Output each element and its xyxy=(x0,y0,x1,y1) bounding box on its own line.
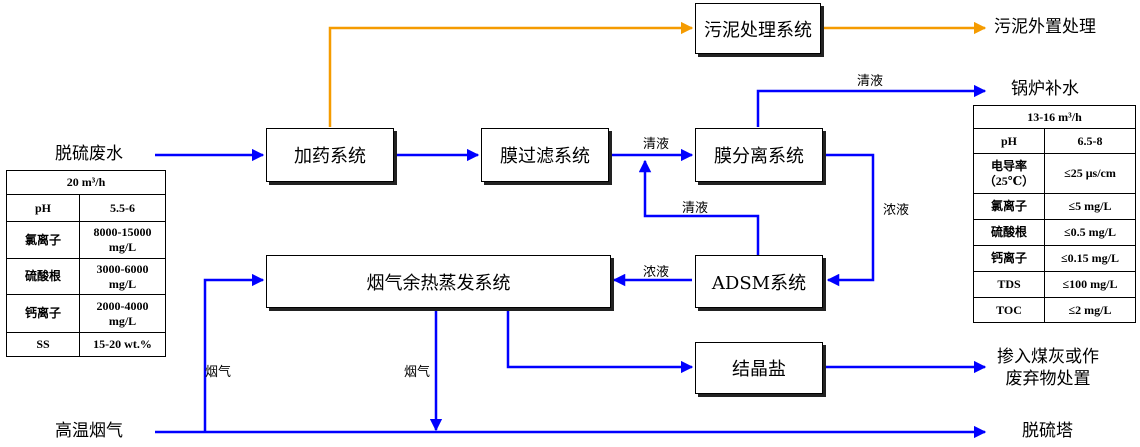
inlet-flow: 20 m³/h xyxy=(6,170,166,195)
evaporation-to-salt-line xyxy=(506,307,694,374)
wastewater-label: 脱硫废水 xyxy=(55,144,123,164)
clear-liquid-label-2: 清液 xyxy=(643,137,670,152)
inlet-param: SS xyxy=(6,332,80,357)
separation-to-boiler-line xyxy=(756,84,987,127)
clear-liquid-label-3: 清液 xyxy=(682,201,709,216)
flue-gas-branch-line xyxy=(203,273,265,432)
outlet-flow: 13-16 m³/h xyxy=(973,105,1136,129)
outlet-param: TOC xyxy=(973,297,1045,323)
separation-to-adsm-line xyxy=(823,153,875,287)
flue-gas-evaporation-box: 烟气余热蒸发系统 xyxy=(266,255,611,308)
outlet-param: 电导率（25℃） xyxy=(973,153,1045,194)
adsm-system-box: ADSM系统 xyxy=(695,255,823,308)
sludge-flow-line xyxy=(328,21,694,127)
outlet-value: ≤25 μs/cm xyxy=(1044,153,1136,194)
inlet-param: pH xyxy=(6,194,80,222)
outlet-value: ≤100 mg/L xyxy=(1044,271,1136,298)
flue-gas-label: 高温烟气 xyxy=(55,421,123,441)
concentrate-label-2: 浓液 xyxy=(643,265,670,280)
crystal-salt-box: 结晶盐 xyxy=(695,342,823,394)
boiler-makeup-label: 锅炉补水 xyxy=(1011,79,1079,99)
concentrate-label-1: 浓液 xyxy=(883,203,910,218)
inlet-param: 钙离子 xyxy=(6,294,80,333)
inlet-value: 5.5-6 xyxy=(79,194,166,222)
outlet-param: 钙离子 xyxy=(973,245,1045,272)
inlet-value: 15-20 wt.% xyxy=(79,332,166,357)
inlet-value: 8000-15000 mg/L xyxy=(79,221,166,259)
outlet-param: 氯离子 xyxy=(973,193,1045,220)
outlet-value: ≤5 mg/L xyxy=(1044,193,1136,220)
inlet-value: 2000-4000 mg/L xyxy=(79,294,166,333)
flue-gas-label-1: 烟气 xyxy=(205,365,232,380)
adsm-clear-return-line xyxy=(638,159,760,255)
clear-liquid-label-1: 清液 xyxy=(857,74,884,89)
outlet-value: ≤2 mg/L xyxy=(1044,297,1136,323)
desulfurization-tower-label: 脱硫塔 xyxy=(1022,421,1073,441)
outlet-param: TDS xyxy=(973,271,1045,298)
salt-disposal-label: 掺入煤灰或作废弃物处置 xyxy=(997,347,1099,389)
dosing-system-box: 加药系统 xyxy=(266,128,394,182)
membrane-separation-box: 膜分离系统 xyxy=(695,128,823,182)
outlet-param: 硫酸根 xyxy=(973,219,1045,246)
membrane-filtration-box: 膜过滤系统 xyxy=(481,128,609,182)
outlet-value: ≤0.15 mg/L xyxy=(1044,245,1136,272)
outlet-value: 6.5-8 xyxy=(1044,128,1136,154)
inlet-param: 氯离子 xyxy=(6,221,80,259)
sludge-disposal-label: 污泥外置处理 xyxy=(994,17,1096,37)
flue-gas-label-2: 烟气 xyxy=(404,365,431,380)
inlet-param: 硫酸根 xyxy=(6,258,80,295)
inlet-value: 3000-6000 mg/L xyxy=(79,258,166,295)
outlet-value: ≤0.5 mg/L xyxy=(1044,219,1136,246)
sludge-treatment-box: 污泥处理系统 xyxy=(695,3,821,54)
outlet-param: pH xyxy=(973,128,1045,154)
